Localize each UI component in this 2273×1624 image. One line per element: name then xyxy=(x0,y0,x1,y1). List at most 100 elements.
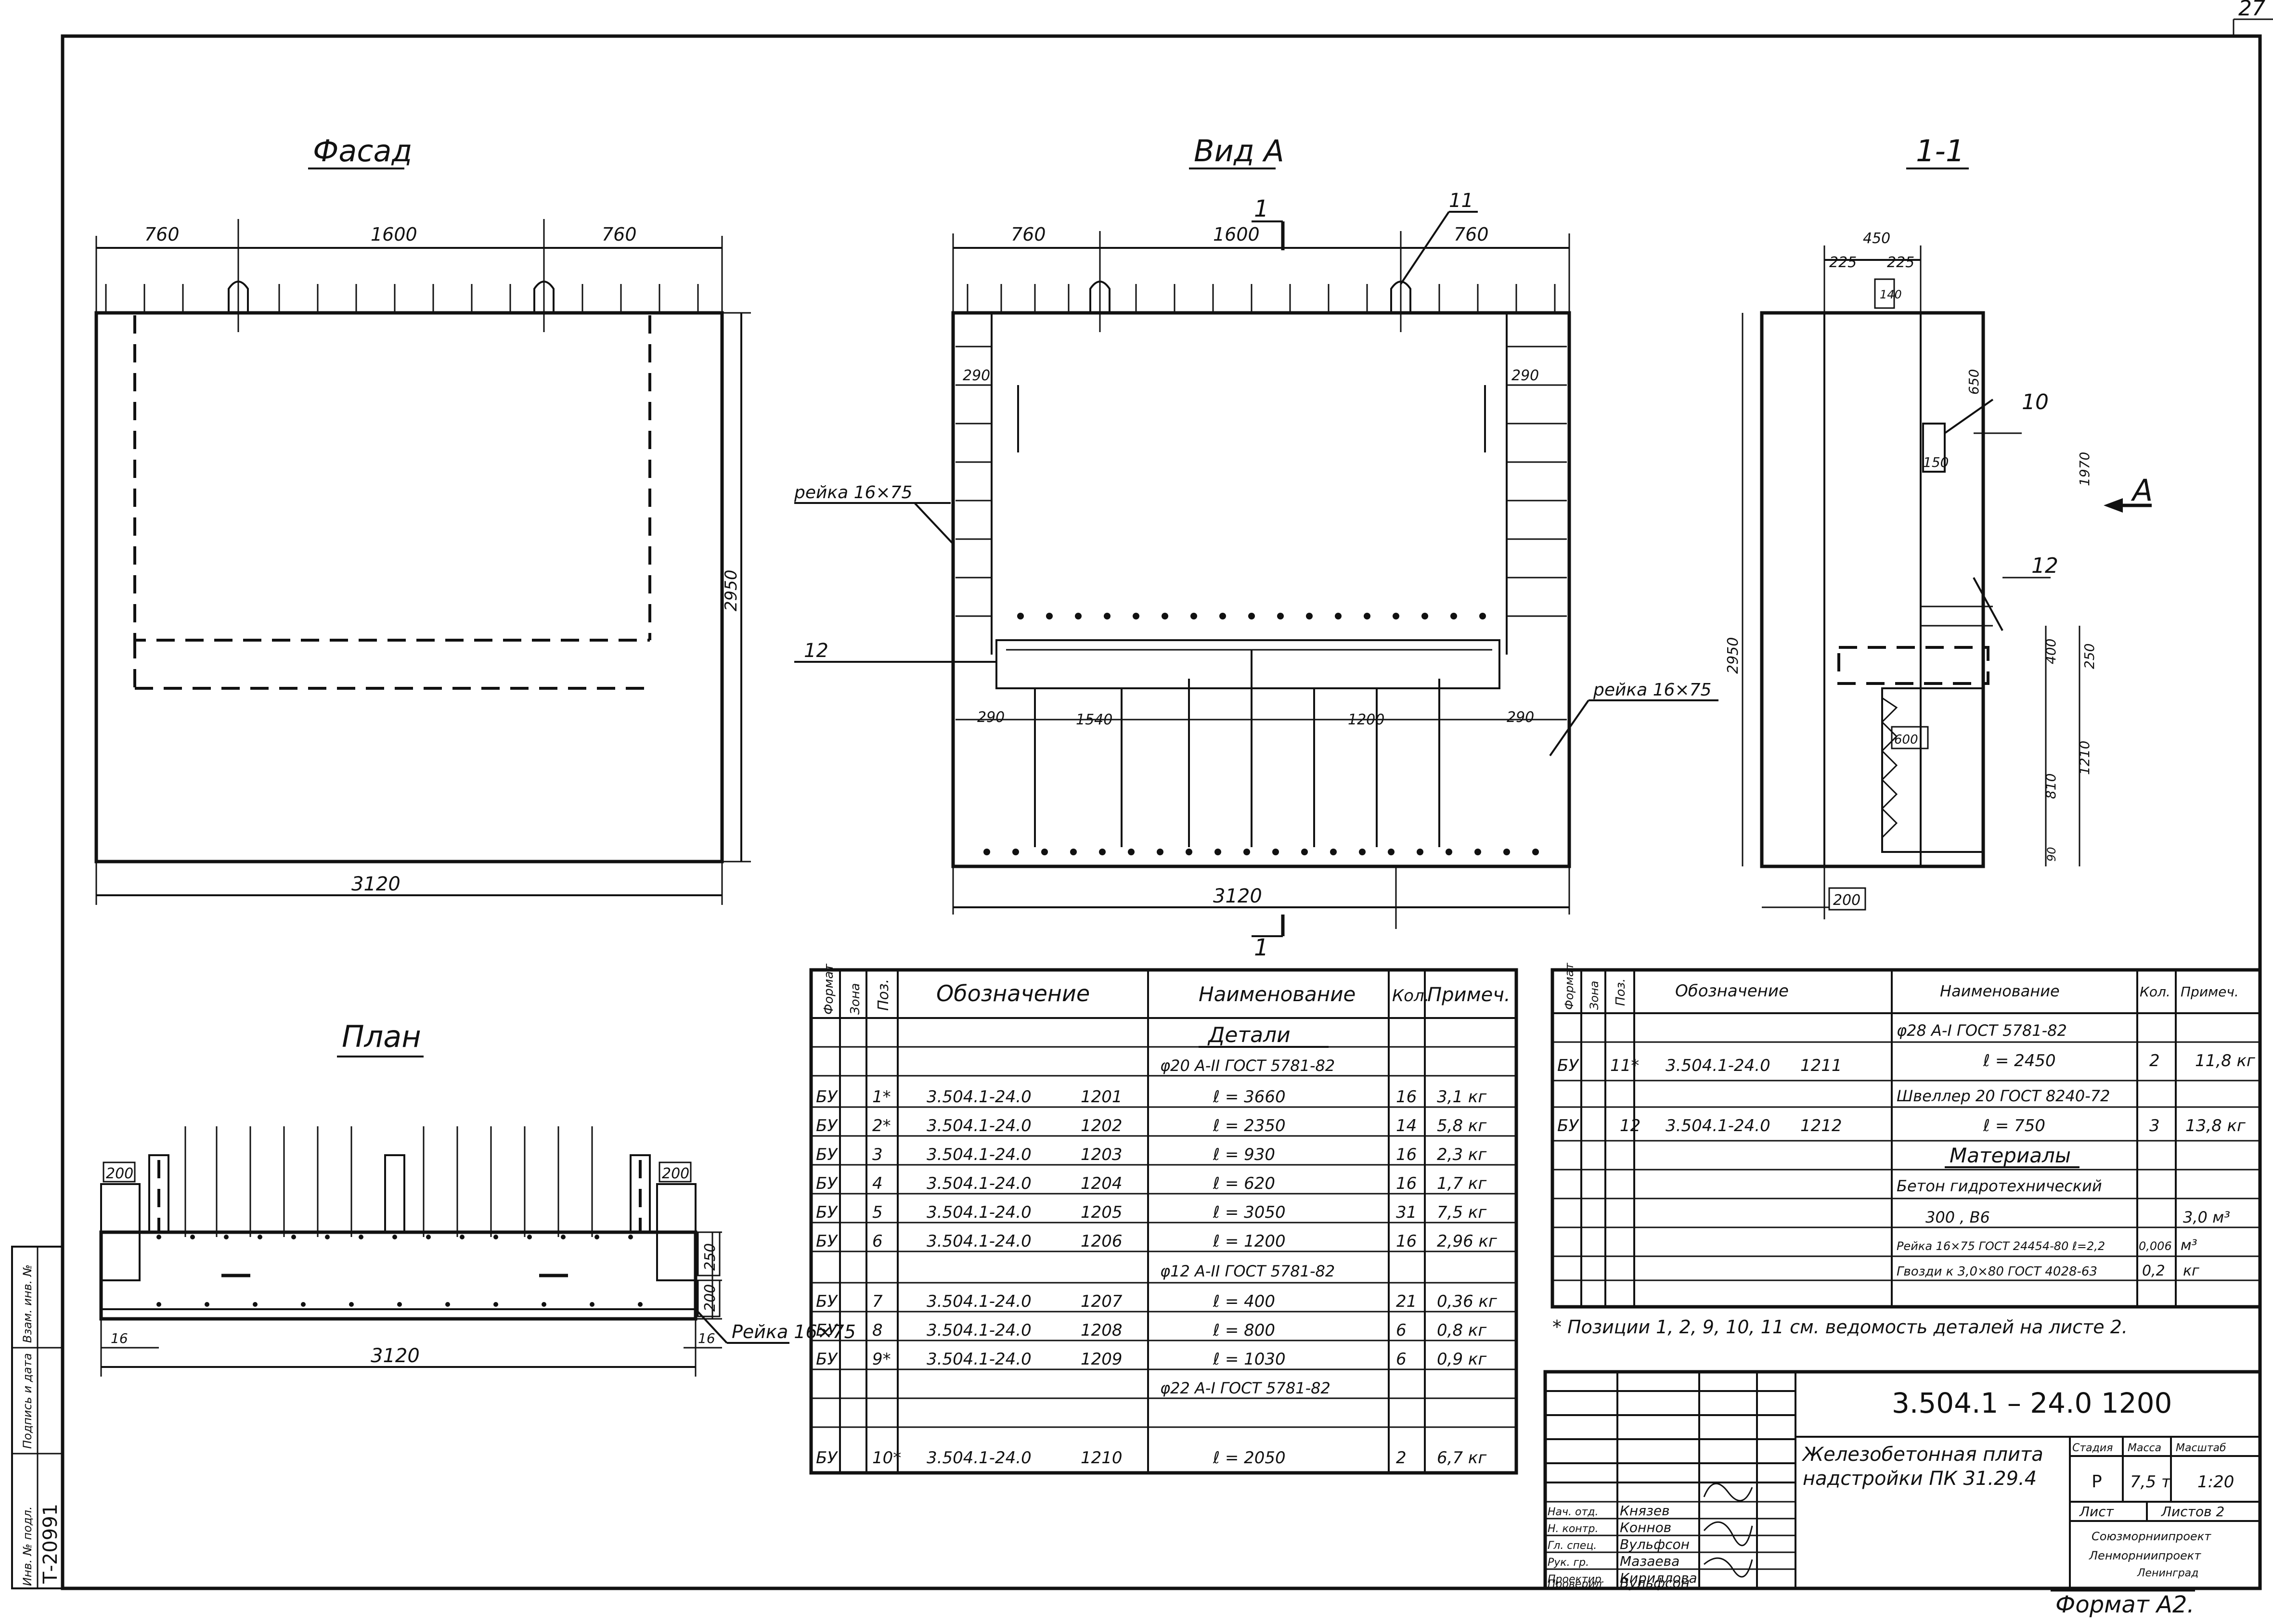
section-dim-top: 450 xyxy=(1863,230,1890,247)
view-a-batten-left: рейка 16×75 xyxy=(794,483,912,503)
section-dim-1970: 1970 xyxy=(2077,452,2092,486)
lt-r3-num: 1203 xyxy=(1081,1145,1123,1164)
tb-stage-h: Стадия xyxy=(2072,1442,2113,1454)
lt-r3-des: 3.504.1-24.0 xyxy=(927,1145,1032,1164)
lt-r4-des: 3.504.1-24.0 xyxy=(927,1174,1032,1193)
section-dim-600: 600 xyxy=(1894,733,1918,747)
lt-r1-fmt: БУ xyxy=(816,1087,838,1107)
lt-r6-name: ℓ = 1200 xyxy=(1213,1232,1286,1251)
lt-r8-des: 3.504.1-24.0 xyxy=(927,1321,1032,1340)
tb-title-2: надстройки ПК 31.29.4 xyxy=(1803,1468,2037,1490)
view-a-section-top: 1 xyxy=(1254,195,1269,222)
lt-r5-qty: 31 xyxy=(1396,1203,1417,1222)
lt-r5-fmt: БУ xyxy=(816,1203,838,1222)
tb-mass: 7,5 т xyxy=(2130,1472,2171,1492)
lt-r3-name: ℓ = 930 xyxy=(1213,1145,1275,1164)
view-a-title: Вид А xyxy=(1194,133,1284,168)
view-a: Вид А 760 1600 760 1 11 xyxy=(794,133,1718,961)
section-callout-12: 12 xyxy=(2031,554,2058,578)
lt-r5-des: 3.504.1-24.0 xyxy=(927,1203,1032,1222)
lt-r1-num: 1201 xyxy=(1081,1087,1123,1107)
lt-r6-num: 1206 xyxy=(1081,1232,1123,1251)
lt-h-designation: Обозначение xyxy=(936,980,1090,1006)
lt-r3-note: 2,3 кг xyxy=(1437,1145,1487,1164)
rt-h-designation: Обозначение xyxy=(1675,981,1789,1001)
rt-r12-note: 13,8 кг xyxy=(2185,1116,2246,1135)
plan-dim-200: 200 xyxy=(702,1284,719,1312)
lt-r5-note: 7,5 кг xyxy=(1437,1203,1487,1222)
lt-r2-note: 5,8 кг xyxy=(1437,1116,1487,1135)
lt-h-zone: Зона xyxy=(848,983,863,1015)
rt-r12-name: ℓ = 750 xyxy=(1983,1116,2045,1135)
plan-batten: Рейка 16×75 xyxy=(732,1321,856,1342)
rt-mat2: Рейка 16×75 ГОСТ 24454-80 ℓ=2,2 xyxy=(1897,1239,2105,1253)
rt-r12-pos: 12 xyxy=(1620,1116,1640,1135)
lt-r9-num: 1209 xyxy=(1081,1350,1123,1369)
plan-title: План xyxy=(342,1019,421,1054)
view-a-dim-right: 760 xyxy=(1454,224,1489,245)
tb-name-3: Вульфсон xyxy=(1620,1536,1690,1552)
view-a-dim-left: 760 xyxy=(1011,224,1046,245)
plan-dim-250: 250 xyxy=(702,1243,719,1271)
tb-sheets-h: Листов 2 xyxy=(2161,1504,2224,1520)
tb-role-6: Проверил xyxy=(1548,1578,1602,1590)
lt-r1-des: 3.504.1-24.0 xyxy=(927,1087,1032,1107)
rt-group2: Швеллер 20 ГОСТ 8240-72 xyxy=(1897,1087,2110,1105)
rt-r12-des: 3.504.1-24.0 xyxy=(1666,1116,1770,1135)
lt-section-title: Детали xyxy=(1207,1023,1291,1047)
title-block: 3.504.1 – 24.0 1200 Железобетонная плита… xyxy=(1543,1370,2262,1591)
section-dim-150: 150 xyxy=(1923,454,1949,470)
rt-mat1b: 300 , В6 xyxy=(1925,1208,1990,1226)
lt-r10-pos: 10* xyxy=(872,1448,901,1468)
section-title: 1-1 xyxy=(1916,133,1964,168)
lt-r7-qty: 21 xyxy=(1396,1292,1417,1311)
rt-h-format: Формат xyxy=(1563,963,1576,1010)
rt-h-pos: Поз. xyxy=(1614,978,1628,1006)
section-dim-200: 200 xyxy=(1833,892,1860,909)
rt-h-zone: Зона xyxy=(1588,981,1601,1010)
lt-r10-name: ℓ = 2050 xyxy=(1213,1448,1286,1468)
tb-signature-3 xyxy=(1704,1557,1753,1578)
left-spec-table: Формат Зона Поз. Обозначение Наименовани… xyxy=(809,964,1518,1475)
rt-mat3-qty: 0,2 xyxy=(2142,1263,2165,1279)
rt-materials-title: Материалы xyxy=(1950,1144,2071,1167)
rt-h-qty: Кол. xyxy=(2140,984,2170,1000)
plan-dim-bottom: 3120 xyxy=(371,1345,420,1367)
tb-name-6: Вульфсон xyxy=(1620,1575,1690,1591)
lt-group3: φ22 А-I ГОСТ 5781-82 xyxy=(1160,1379,1330,1397)
view-a-batten-right: рейка 16×75 xyxy=(1593,680,1711,700)
plan-dim-right: 200 xyxy=(662,1165,689,1182)
section-1-1: 1-1 450 225 225 140 150 10 650 1970 А 12 xyxy=(1725,133,2153,919)
lt-r5-num: 1205 xyxy=(1081,1203,1123,1222)
rt-h-name: Наименование xyxy=(1940,982,2060,1000)
plan-dim-16-left: 16 xyxy=(111,1330,128,1346)
lt-r2-fmt: БУ xyxy=(816,1116,838,1135)
lt-r10-des: 3.504.1-24.0 xyxy=(927,1448,1032,1468)
tb-mass-h: Масса xyxy=(2128,1442,2161,1454)
rt-r12-qty: 3 xyxy=(2149,1116,2160,1135)
section-dim-top-a: 225 xyxy=(1829,254,1857,271)
lt-r2-des: 3.504.1-24.0 xyxy=(927,1116,1032,1135)
tb-name-2: Коннов xyxy=(1620,1520,1671,1535)
section-dim-650: 650 xyxy=(1966,369,1982,395)
tb-role-2: Н. контр. xyxy=(1548,1523,1598,1535)
rt-r11-des: 3.504.1-24.0 xyxy=(1666,1056,1770,1075)
lt-r10-qty: 2 xyxy=(1396,1448,1407,1468)
lt-r8-note: 0,8 кг xyxy=(1437,1321,1487,1340)
tb-role-4: Рук. гр. xyxy=(1548,1557,1589,1569)
lt-r6-qty: 16 xyxy=(1396,1232,1417,1251)
lt-h-qty: Кол. xyxy=(1392,986,1429,1005)
lt-r1-name: ℓ = 3660 xyxy=(1213,1087,1286,1107)
lt-r4-qty: 16 xyxy=(1396,1174,1417,1193)
tb-role-3: Гл. спец. xyxy=(1548,1540,1597,1552)
plan-dim-16-right: 16 xyxy=(698,1330,715,1346)
tb-signature-2 xyxy=(1703,1521,1753,1547)
view-a-callout-12: 12 xyxy=(804,640,828,662)
lt-r8-pos: 8 xyxy=(872,1321,883,1340)
lt-h-note: Примеч. xyxy=(1427,984,1511,1006)
rt-mat2-qty: 0,006 xyxy=(2139,1239,2172,1253)
lt-r7-note: 0,36 кг xyxy=(1437,1292,1498,1311)
lt-r7-fmt: БУ xyxy=(816,1292,838,1311)
sheet-number: 27 xyxy=(2238,0,2265,21)
